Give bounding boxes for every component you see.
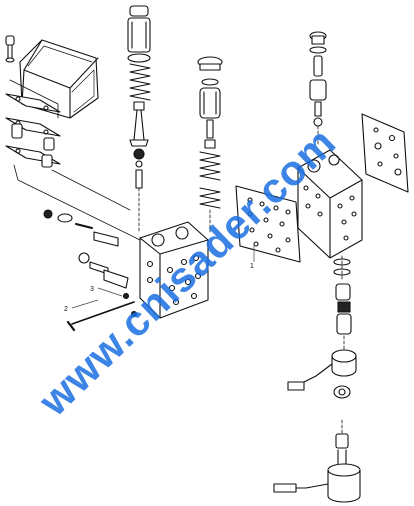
solenoid-cover: [9, 39, 99, 119]
callout-2-leader: [71, 299, 99, 309]
long-bolt: [66, 301, 135, 332]
separator-plate: [235, 185, 301, 263]
right-cover-plate: [361, 113, 409, 193]
center-spool-stack: [127, 5, 151, 233]
gasket-plates: [5, 93, 61, 168]
lower-solenoid-assembly: [287, 255, 357, 399]
callout-1: 1: [250, 263, 254, 270]
middle-spool-stack: [197, 56, 223, 233]
right-valve-body: [297, 149, 363, 259]
callout-3: 3: [90, 286, 94, 293]
bottom-solenoid-cartridge: [273, 419, 361, 503]
left-fittings: [43, 209, 138, 318]
main-valve-block: [139, 221, 209, 319]
watermark-text: www.cnisader.com: [29, 118, 345, 425]
right-spool-stack: [309, 31, 327, 147]
screw-top-left: [5, 35, 15, 63]
callout-3-leader: [97, 287, 123, 297]
callout-2: 2: [64, 306, 68, 313]
